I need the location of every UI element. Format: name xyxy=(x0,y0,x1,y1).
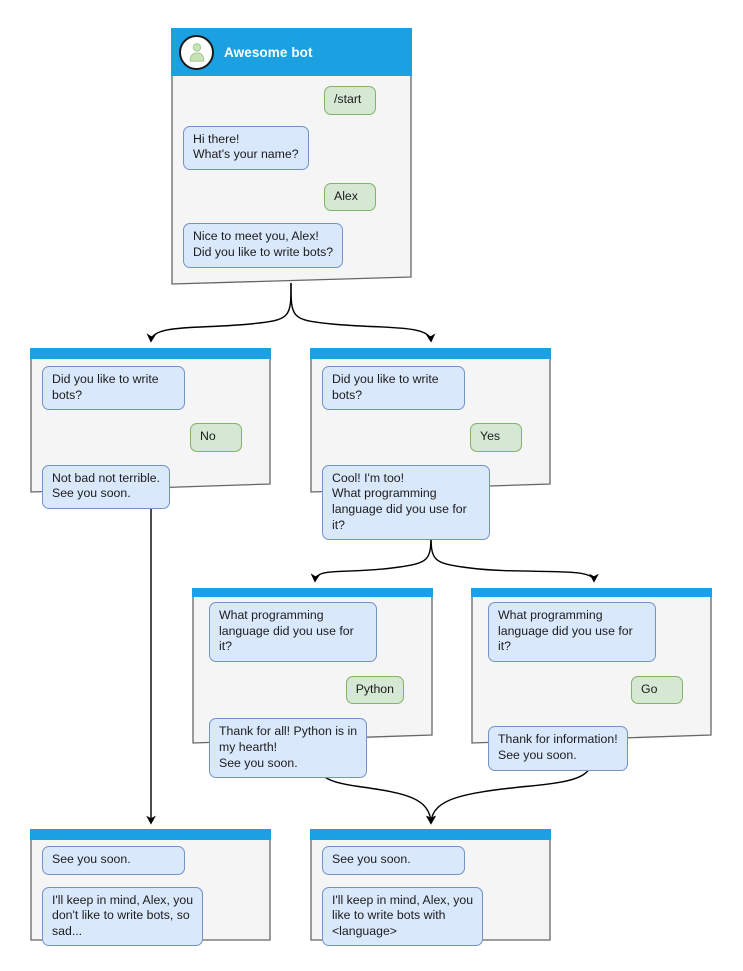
card-body: Did you like to write bots? Yes Cool! I'… xyxy=(310,359,551,541)
message-bubble-bot: Cool! I'm too! What programming language… xyxy=(322,464,490,541)
message-bubble-user: /start xyxy=(324,86,376,115)
message-list: See you soon. I'll keep in mind, Alex, y… xyxy=(310,840,551,947)
chat-card-root[interactable]: Awesome bot /start Hi there! What's your… xyxy=(171,28,412,285)
card-titlebar: Awesome bot xyxy=(171,28,412,76)
message-bubble-user: Yes xyxy=(470,423,522,452)
message-bubble-user: Go xyxy=(631,675,683,705)
message-list: /start Hi there! What's your name? Alex … xyxy=(171,76,412,285)
message-list: Did you like to write bots? No Not bad n… xyxy=(30,359,271,509)
card-titlebar xyxy=(310,829,551,840)
card-body: Did you like to write bots? No Not bad n… xyxy=(30,359,271,509)
message-list: Did you like to write bots? Yes Cool! I'… xyxy=(310,359,551,541)
message-bubble-user: Python xyxy=(345,675,404,705)
message-bubble-bot: Not bad not terrible. See you soon. xyxy=(42,464,171,509)
message-bubble-bot: See you soon. xyxy=(322,846,465,875)
card-titlebar xyxy=(30,829,271,840)
card-body: What programming language did you use fo… xyxy=(471,597,712,771)
message-list: See you soon. I'll keep in mind, Alex, y… xyxy=(30,840,271,947)
message-bubble-bot: I'll keep in mind, Alex, you like to wri… xyxy=(322,886,484,947)
chat-card-no-branch[interactable]: Did you like to write bots? No Not bad n… xyxy=(30,348,271,509)
edge-root-to-no xyxy=(146,282,292,343)
card-titlebar xyxy=(30,348,271,359)
message-bubble-bot: Nice to meet you, Alex! Did you like to … xyxy=(183,223,344,268)
person-glyph-icon xyxy=(189,43,204,62)
chat-card-go-branch[interactable]: What programming language did you use fo… xyxy=(471,588,712,771)
person-avatar-icon xyxy=(179,34,214,70)
chat-card-end-sad[interactable]: See you soon. I'll keep in mind, Alex, y… xyxy=(30,829,271,947)
card-titlebar xyxy=(471,588,712,597)
card-body: What programming language did you use fo… xyxy=(192,597,433,779)
message-bubble-user: No xyxy=(190,423,242,452)
message-bubble-bot: See you soon. xyxy=(42,846,185,875)
card-title: Awesome bot xyxy=(224,44,313,60)
message-bubble-bot: Did you like to write bots? xyxy=(42,366,185,411)
message-bubble-bot: Hi there! What's your name? xyxy=(183,125,309,170)
edge-root-to-yes xyxy=(290,282,436,343)
message-bubble-bot: I'll keep in mind, Alex, you don't like … xyxy=(42,886,204,947)
chat-card-end-happy[interactable]: See you soon. I'll keep in mind, Alex, y… xyxy=(310,829,551,947)
message-bubble-bot: Did you like to write bots? xyxy=(322,366,465,411)
card-body: See you soon. I'll keep in mind, Alex, y… xyxy=(310,840,551,947)
chat-card-yes-branch[interactable]: Did you like to write bots? Yes Cool! I'… xyxy=(310,348,551,541)
message-bubble-bot: What programming language did you use fo… xyxy=(209,602,377,662)
message-bubble-user: Alex xyxy=(324,182,376,212)
message-bubble-bot: Thank for information! See you soon. xyxy=(488,726,628,771)
chat-card-python-branch[interactable]: What programming language did you use fo… xyxy=(192,588,433,779)
message-list: What programming language did you use fo… xyxy=(192,597,433,779)
message-bubble-bot: What programming language did you use fo… xyxy=(488,602,656,662)
card-titlebar xyxy=(310,348,551,359)
message-bubble-bot: Thank for all! Python is in my hearth! S… xyxy=(209,718,368,779)
card-titlebar xyxy=(192,588,433,597)
card-body: /start Hi there! What's your name? Alex … xyxy=(171,76,412,285)
card-body: See you soon. I'll keep in mind, Alex, y… xyxy=(30,840,271,947)
message-list: What programming language did you use fo… xyxy=(471,597,712,771)
